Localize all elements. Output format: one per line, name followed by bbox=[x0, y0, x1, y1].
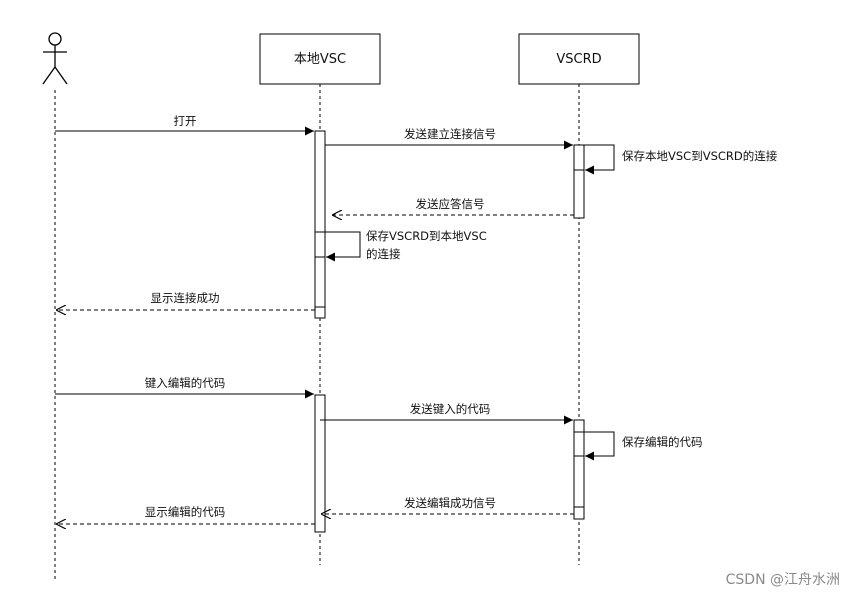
activation-local-1 bbox=[314, 130, 326, 319]
activation-remote-1 bbox=[573, 144, 585, 219]
message-label-show-code: 显示编辑的代码 bbox=[145, 505, 226, 519]
participant-remote-label: VSCRD bbox=[556, 52, 601, 67]
self-label-save-connection: 保存本地VSC到VSCRD的连接 bbox=[622, 149, 778, 163]
self-arrow-save-remote bbox=[325, 231, 361, 262]
message-label-edit-success: 发送编辑成功信号 bbox=[404, 496, 496, 510]
message-label-open: 打开 bbox=[174, 114, 197, 128]
message-label-connect: 发送建立连接信号 bbox=[404, 127, 496, 141]
self-label-save-remote-line1: 保存VSCRD到本地VSC bbox=[366, 229, 487, 243]
self-arrow-save-code bbox=[584, 431, 615, 461]
activation-local-2 bbox=[314, 394, 326, 533]
message-label-ack: 发送应答信号 bbox=[416, 197, 485, 211]
participant-local-box: 本地VSC bbox=[259, 33, 381, 85]
watermark: CSDN @江舟水洲 bbox=[726, 572, 840, 588]
self-label-save-remote-line2: 的连接 bbox=[366, 247, 401, 261]
message-label-send-code: 发送键入的代码 bbox=[410, 402, 491, 416]
participant-local-label: 本地VSC bbox=[294, 52, 346, 67]
self-label-save-code: 保存编辑的代码 bbox=[622, 435, 703, 449]
actor-user-icon bbox=[42, 32, 68, 85]
activation-remote-2 bbox=[573, 419, 585, 520]
participant-remote-box: VSCRD bbox=[518, 33, 640, 85]
self-arrow-save-connection bbox=[584, 144, 615, 175]
message-label-connected: 显示连接成功 bbox=[151, 291, 220, 305]
message-label-type-code: 键入编辑的代码 bbox=[145, 376, 226, 390]
